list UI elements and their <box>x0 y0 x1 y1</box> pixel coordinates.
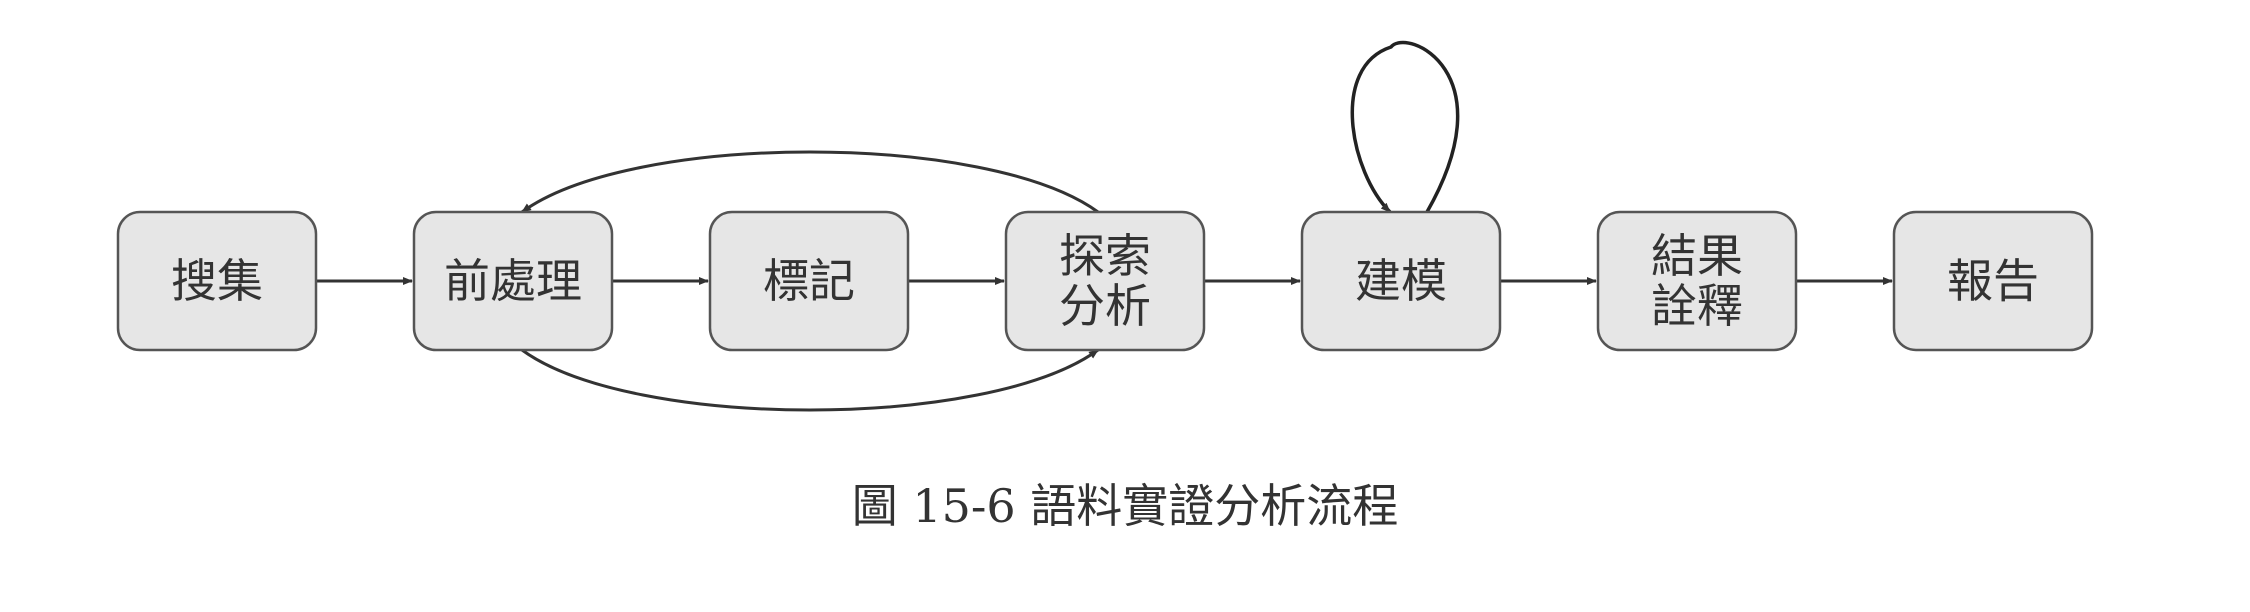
node-box <box>1596 210 1798 352</box>
node-box <box>1892 210 2094 352</box>
node-label: 建模 <box>1355 254 1447 308</box>
node-box <box>116 210 318 352</box>
node-annotate: 標記 <box>708 210 910 352</box>
node-report: 報告 <box>1892 210 2094 352</box>
self-loop-model <box>1350 40 1460 214</box>
node-label: 結果 <box>1651 229 1743 283</box>
node-label: 標記 <box>763 254 855 308</box>
node-collect: 搜集 <box>116 210 318 352</box>
node-box <box>1004 210 1206 352</box>
node-label: 分析 <box>1059 279 1151 333</box>
forward-arc-bottom <box>521 348 1099 412</box>
node-label: 前處理 <box>444 254 582 308</box>
figure-caption: 圖 15-6 語料實證分析流程 <box>851 479 1399 533</box>
node-label: 搜集 <box>171 254 263 308</box>
node-box <box>412 210 614 352</box>
node-preprocess: 前處理 <box>412 210 614 352</box>
node-label: 詮釋 <box>1651 279 1743 333</box>
edges-layer <box>316 40 1893 412</box>
node-label: 探索 <box>1059 229 1151 283</box>
node-model: 建模 <box>1300 210 1502 352</box>
node-label: 報告 <box>1947 254 2039 308</box>
node-box <box>1300 210 1502 352</box>
feedback-arc-top <box>521 150 1099 214</box>
node-box <box>708 210 910 352</box>
